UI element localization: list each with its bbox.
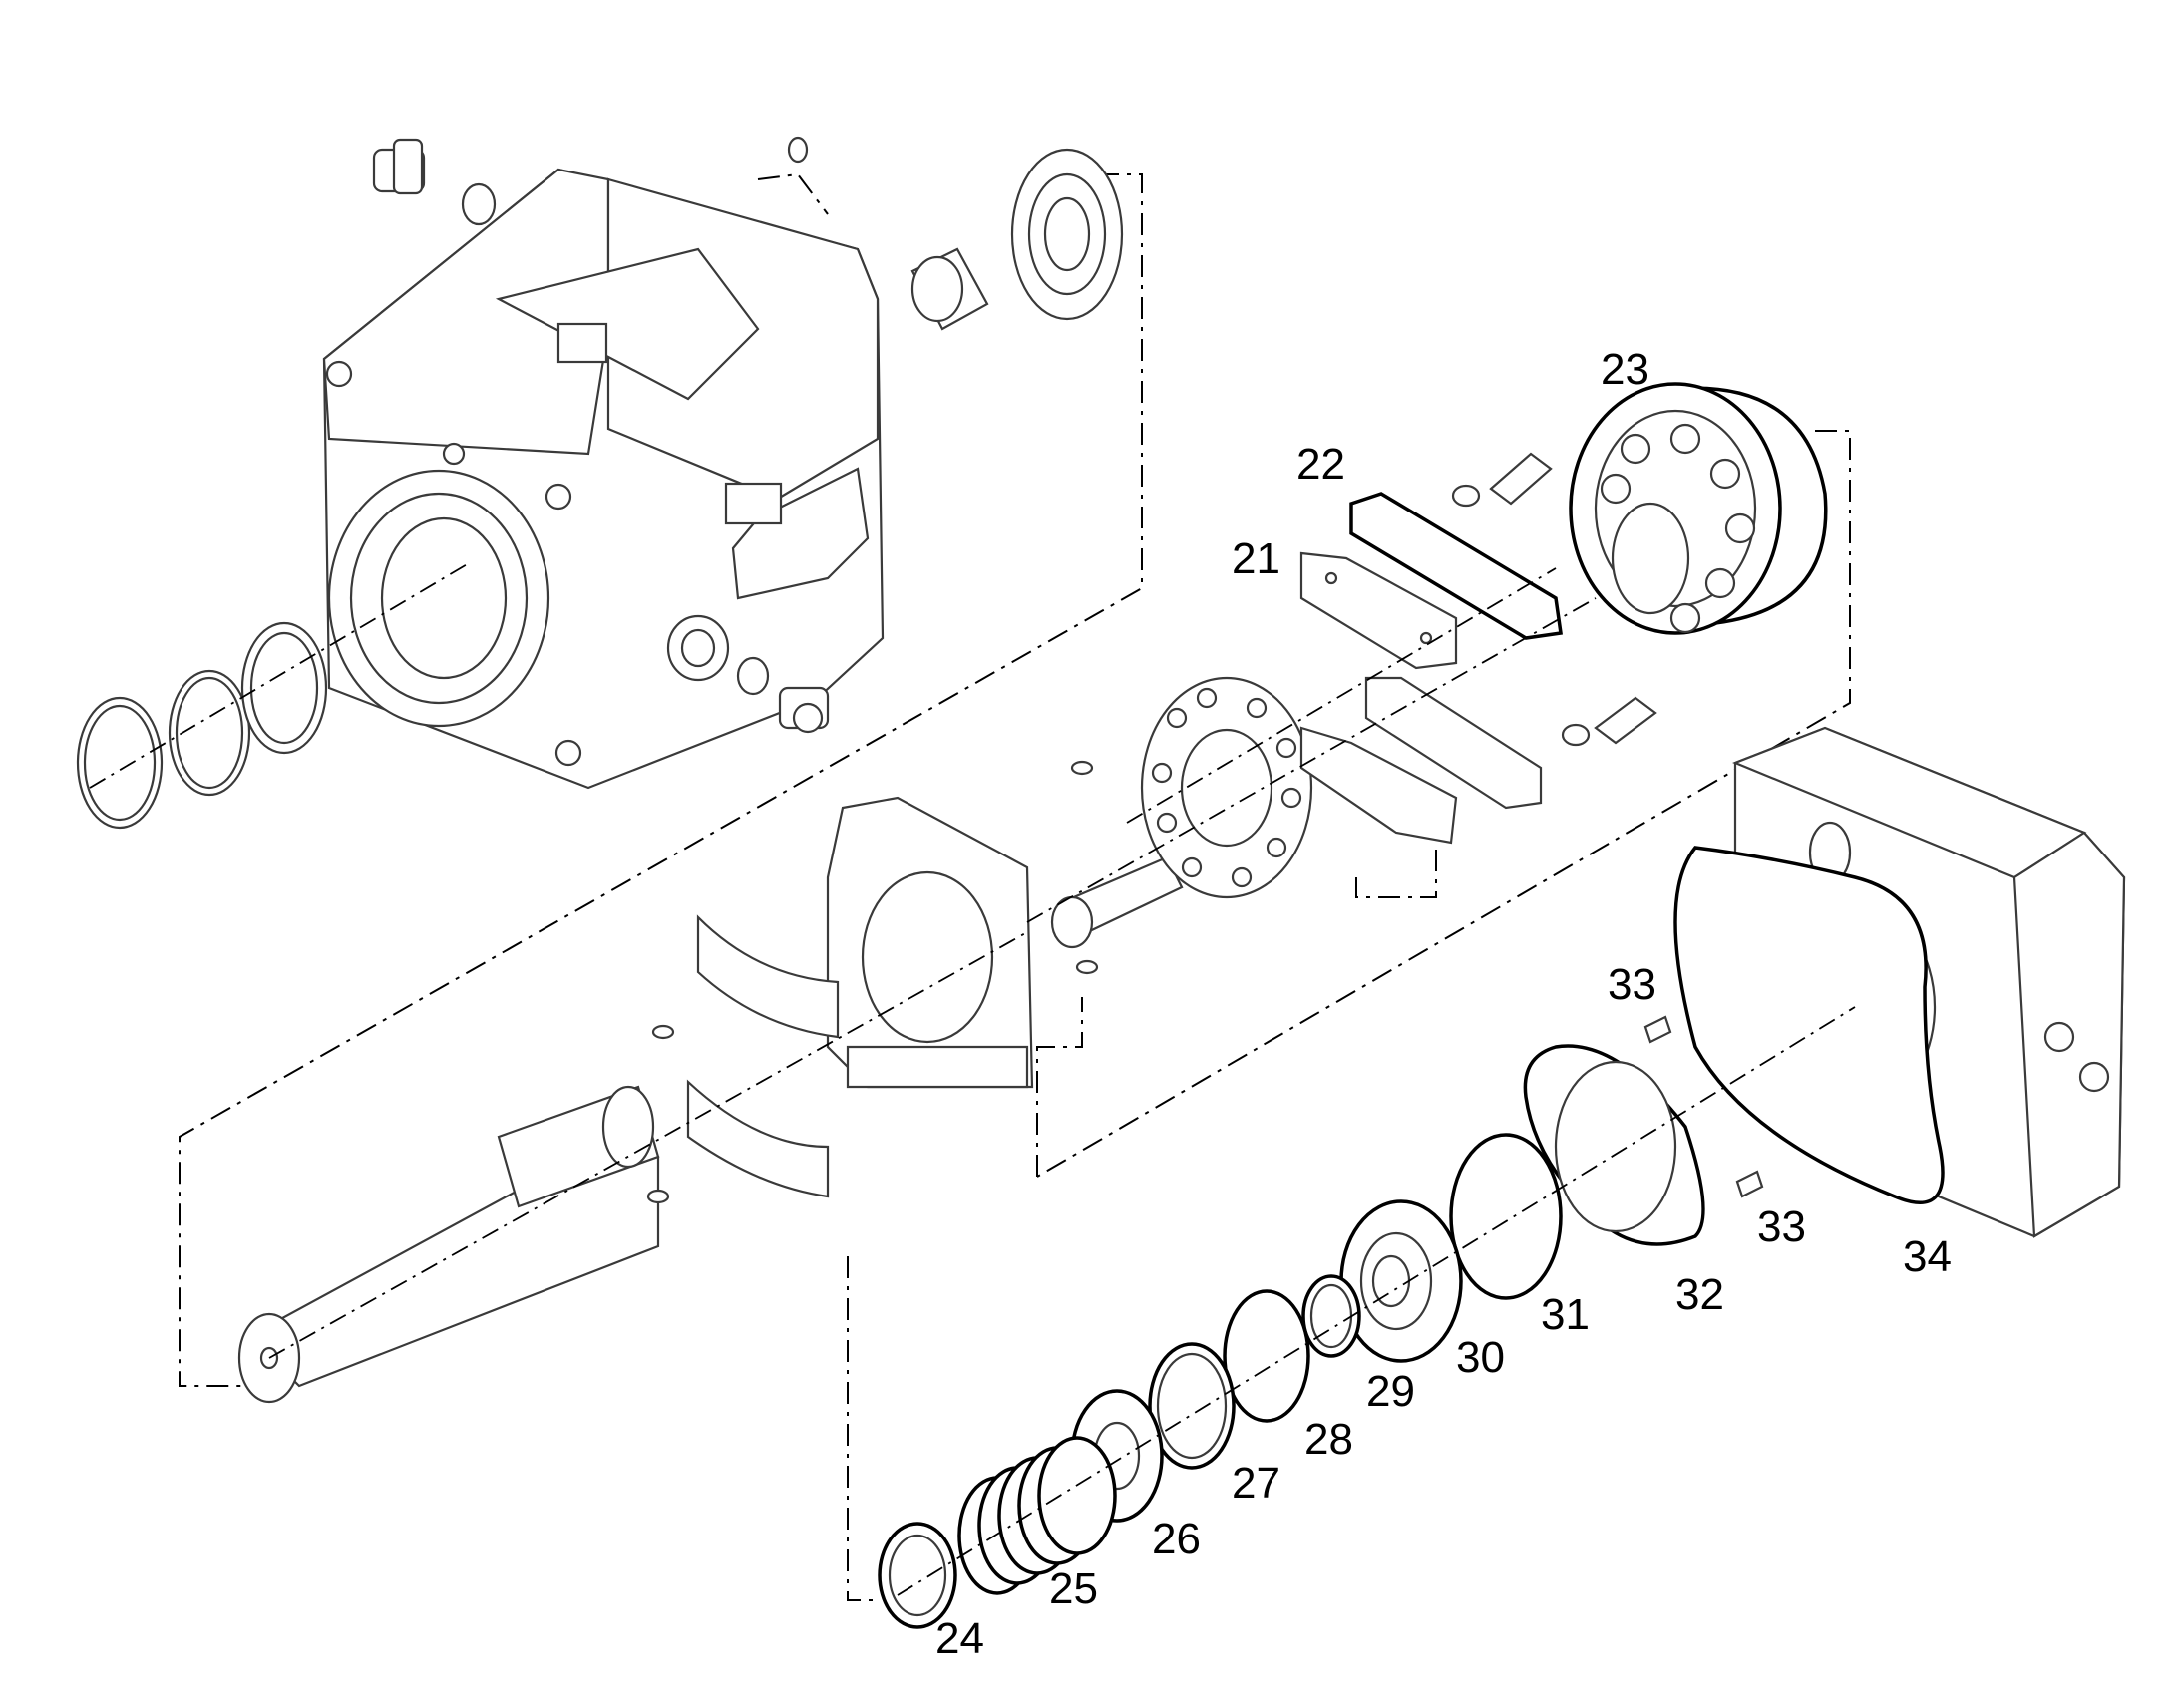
lower-gasket [1299, 726, 1458, 845]
small-washer-top [787, 136, 809, 164]
callout-23: 23 [1601, 345, 1649, 394]
callout-34: 34 [1903, 1232, 1952, 1281]
callout-27: 27 [1232, 1459, 1280, 1508]
part-31-o-ring [1449, 1133, 1563, 1300]
bearing-shell-upper [696, 914, 840, 1039]
lower-guide-plate [1364, 676, 1543, 810]
part-32-bearing-plate [1523, 1044, 1705, 1246]
part-24-seal [878, 1522, 957, 1629]
part-33-pin-lower [1735, 1170, 1764, 1198]
part-23-cylinder-block [1569, 382, 1828, 635]
callout-30: 30 [1456, 1333, 1505, 1382]
callout-26: 26 [1152, 1515, 1201, 1563]
callout-32: 32 [1675, 1270, 1724, 1319]
control-piston [1050, 855, 1184, 949]
shaft-seal-rings [76, 621, 328, 830]
callout-25: 25 [1049, 1564, 1098, 1613]
bearing-shell-lower [686, 1079, 830, 1198]
part-33-pin-upper [1643, 1015, 1672, 1044]
boundary-step-1 [1036, 997, 1083, 1177]
callout-29: 29 [1366, 1367, 1415, 1416]
lower-bolt [1561, 696, 1657, 747]
callout-24: 24 [935, 1614, 984, 1663]
callout-labels: 21 22 23 24 25 26 27 28 29 30 31 32 33 3… [935, 345, 1952, 1663]
top-roller-bearing [1010, 148, 1124, 321]
part-25-spring [957, 1436, 1117, 1595]
boundary-step-2 [1355, 848, 1437, 898]
assembly-boundary-lines [179, 172, 1851, 1601]
callout-33-lower: 33 [1757, 1202, 1806, 1251]
part-22-guide-plate [1349, 492, 1563, 640]
pump-housing [322, 168, 885, 790]
part-29-seal-ring [1301, 1274, 1361, 1358]
callout-21: 21 [1232, 534, 1280, 583]
drive-shaft [237, 1085, 660, 1404]
part-28-snap-ring [1223, 1289, 1310, 1423]
swash-plate [826, 796, 1034, 1089]
part-34-gasket-ring [1673, 846, 1945, 1204]
callout-31: 31 [1541, 1290, 1590, 1339]
side-plug [736, 656, 830, 734]
small-pins [646, 760, 1099, 1204]
center-axis-lines [89, 562, 1856, 1596]
callout-22: 22 [1296, 440, 1345, 489]
top-bushing [910, 247, 989, 331]
boundary-right-group [1036, 430, 1851, 1178]
boundary-lower-group [847, 1256, 878, 1601]
boundary-upper-housing [179, 173, 1143, 1387]
upper-plug [372, 138, 497, 226]
retainer-plate [1140, 676, 1313, 899]
upper-bolt [1451, 452, 1553, 508]
part-30-ball-bearing [1339, 1199, 1463, 1363]
callout-28: 28 [1304, 1415, 1353, 1464]
callout-33-upper: 33 [1608, 960, 1656, 1009]
part-27-shim-ring [1148, 1342, 1236, 1470]
part-21-gasket [1299, 551, 1458, 670]
boundary-upper-right [757, 172, 829, 215]
